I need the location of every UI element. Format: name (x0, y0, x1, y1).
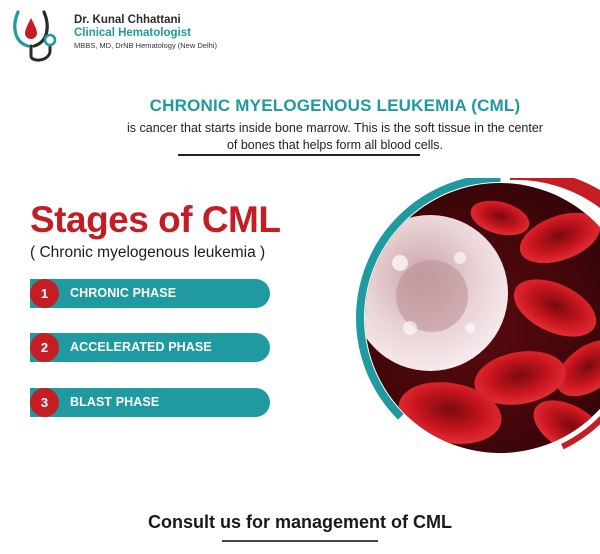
brand-text: Dr. Kunal Chhattani Clinical Hematologis… (74, 14, 217, 51)
stethoscope-drop-icon (13, 10, 57, 62)
stages-title: Stages of CML (30, 199, 281, 240)
intro-divider (178, 154, 420, 156)
stage-label: ACCELERATED PHASE (70, 340, 212, 354)
cta-divider (222, 540, 378, 542)
brand-header: Dr. Kunal Chhattani Clinical Hematologis… (10, 6, 270, 66)
intro-title: CHRONIC MYELOGENOUS LEUKEMIA (CML) (149, 96, 521, 115)
intro-desc-line-2: of bones that helps form all blood cells… (226, 138, 444, 152)
stage-label: CHRONIC PHASE (70, 286, 177, 300)
stage-number-badge: 1 (30, 279, 59, 308)
intro-description: is cancer that starts inside bone marrow… (95, 120, 575, 154)
blood-cells-illustration (354, 178, 600, 464)
stage-item-accelerated: 2 ACCELERATED PHASE (30, 333, 270, 362)
stage-number-badge: 2 (30, 333, 59, 362)
stage-item-chronic: 1 CHRONIC PHASE (30, 279, 270, 308)
brand-qualifications: MBBS, MD, DrNB Hematology (New Delhi) (74, 41, 217, 50)
brand-name: Dr. Kunal Chhattani (74, 14, 181, 26)
consult-cta: Consult us for management of CML (147, 512, 452, 532)
stages-subtitle: ( Chronic myelogenous leukemia ) (30, 244, 266, 261)
intro-desc-line-1: is cancer that starts inside bone marrow… (127, 121, 543, 135)
intro-section: CHRONIC MYELOGENOUS LEUKEMIA (CML) is ca… (95, 96, 575, 154)
stage-label: BLAST PHASE (70, 395, 160, 409)
brand-role: Clinical Hematologist (74, 27, 191, 39)
stage-number-badge: 3 (30, 388, 59, 417)
stage-item-blast: 3 BLAST PHASE (30, 388, 270, 417)
